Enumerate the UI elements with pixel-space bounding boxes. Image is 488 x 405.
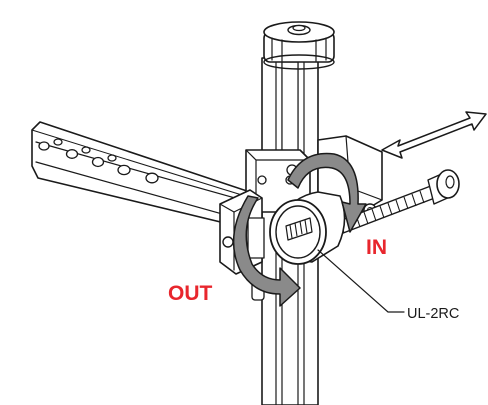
windage-end-knob[interactable] xyxy=(427,169,460,205)
in-rotation-arrow xyxy=(287,152,367,233)
part-number-label: UL-2RC xyxy=(407,306,459,322)
elevation-top-knob[interactable] xyxy=(263,21,335,70)
in-label: IN xyxy=(366,236,387,259)
scope-housing-ul2rc xyxy=(269,164,346,265)
part-leader-line xyxy=(317,249,405,313)
sight-extension-bar xyxy=(31,121,263,233)
out-rotation-arrow xyxy=(232,195,301,307)
windage-direction-arrow xyxy=(381,111,487,159)
bar-mounting-holes xyxy=(38,138,159,184)
out-label: OUT xyxy=(168,282,213,305)
